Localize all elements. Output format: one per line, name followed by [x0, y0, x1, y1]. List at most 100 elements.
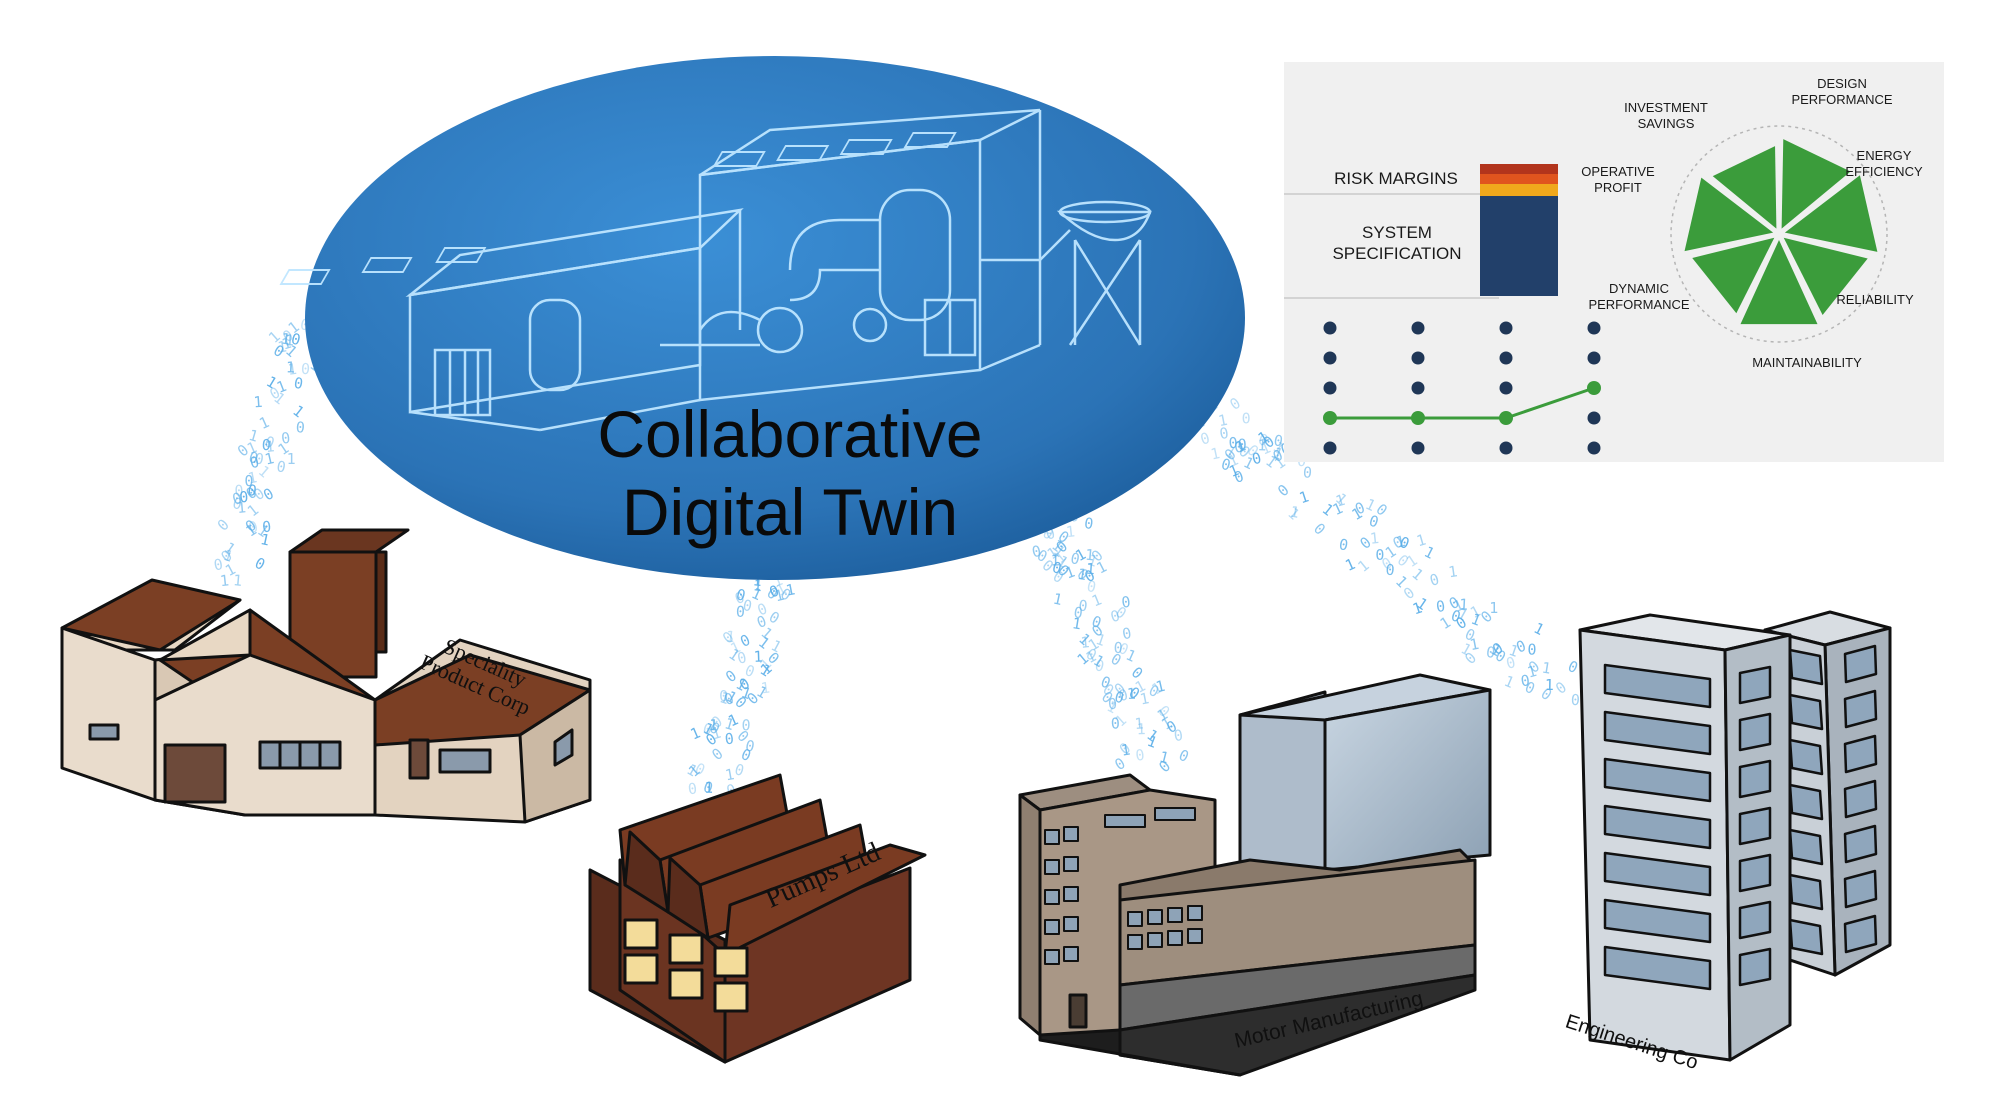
binary-digit: 1 [1468, 635, 1480, 654]
binary-digit: 0 [1565, 657, 1581, 677]
binary-digit: 0 [253, 449, 265, 468]
binary-digit: 0 [741, 716, 751, 734]
binary-digit: 0 [1272, 431, 1284, 450]
grid-dot [1323, 441, 1337, 455]
window [1788, 828, 1824, 866]
grid-dot [1499, 381, 1513, 395]
binary-digit: 1 [253, 393, 263, 412]
spec-bar [1480, 196, 1558, 296]
grid-dot [1587, 441, 1601, 455]
binary-digit: 0 [261, 436, 271, 454]
binary-digit: 1 [287, 450, 296, 468]
dynamic-line2: PERFORMANCE [1588, 297, 1690, 312]
binary-digit: 1 [1284, 504, 1303, 524]
binary-digit: 0 [1242, 410, 1251, 428]
binary-digit: 0 [1109, 606, 1122, 626]
grid-dot [1499, 351, 1513, 365]
binary-digit: 1 [1137, 720, 1146, 738]
binary-digit: 1 [704, 779, 714, 797]
binary-digit: 1 [1257, 436, 1267, 454]
binary-digit: 0 [252, 554, 268, 574]
window [1843, 779, 1878, 819]
binary-digit: 0 [246, 481, 258, 500]
window [1843, 734, 1878, 774]
binary-digit: 0 [244, 472, 253, 490]
binary-digit: 0 [1218, 424, 1230, 443]
binary-digit: 1 [1138, 689, 1150, 708]
window [1738, 900, 1772, 940]
binary-digit: 1 [1540, 659, 1552, 678]
binary-digit: 1 [784, 580, 796, 599]
binary-digit: 0 [1552, 678, 1570, 698]
binary-digit: 0 [1176, 746, 1192, 766]
binary-digit: 0 [1085, 577, 1098, 596]
window [1738, 712, 1772, 752]
binary-digit: 0 [214, 515, 233, 534]
binary-digit: 0 [248, 453, 261, 473]
binary-digit: 0 [1302, 463, 1312, 482]
risk-bar-top [1480, 164, 1558, 174]
binary-digit: 0 [1134, 746, 1145, 765]
radar-wedge [1781, 139, 1851, 229]
binary-digit: 0 [1520, 671, 1531, 690]
dashboard-panel: RISK MARGINS SYSTEM SPECIFICATION DESIGN… [1284, 62, 1944, 462]
binary-digit: 1 [1501, 672, 1516, 692]
design-line1: DESIGN [1817, 76, 1867, 91]
grid-dot [1411, 441, 1425, 455]
selected-dot [1499, 411, 1513, 425]
binary-digit: 1 [280, 330, 291, 349]
grid-dot [1587, 321, 1601, 335]
window [1603, 851, 1712, 897]
binary-digit: 0 [1030, 542, 1043, 561]
risk-bar-low [1480, 184, 1558, 196]
window [1738, 853, 1772, 893]
binary-digit: 1 [1076, 565, 1088, 584]
binary-digit: 1 [1209, 444, 1222, 463]
binary-digit: 1 [1154, 677, 1167, 697]
binary-digit: 0 [1113, 639, 1123, 657]
binary-digit: 0 [289, 330, 302, 350]
radar-label-reliability: RELIABILITY [1836, 292, 1914, 307]
window [1788, 693, 1824, 731]
window [1843, 644, 1878, 684]
binary-digit: 0 [744, 736, 757, 755]
binary-digit: 0 [261, 517, 272, 536]
window [1843, 869, 1878, 909]
radar-label-energy: ENERGY EFFICIENCY [1834, 148, 1934, 180]
dynamic-line1: DYNAMIC [1609, 281, 1669, 296]
binary-digit: 0 [1110, 714, 1120, 732]
operative-line2: PROFIT [1594, 180, 1642, 195]
binary-digit: 0 [736, 603, 746, 621]
window [1843, 689, 1878, 729]
binary-digit: 1 [1120, 740, 1132, 759]
window [1788, 738, 1824, 776]
binary-digit: 1 [287, 360, 298, 379]
binary-digit: 0 [1108, 650, 1125, 670]
binary-digit: 0 [1117, 686, 1130, 706]
binary-digit: 1 [1459, 595, 1469, 613]
selected-dot [1323, 411, 1337, 425]
window [1603, 804, 1712, 850]
binary-digit: 0 [1338, 535, 1350, 554]
selected-dot [1411, 411, 1425, 425]
window [1603, 710, 1712, 756]
digital-twin-title-line1: Collaborative [597, 397, 983, 471]
window [1738, 806, 1772, 846]
spec-risk-bar [1480, 164, 1558, 296]
binary-digit: 0 [1078, 596, 1089, 615]
binary-digit: 0 [247, 448, 260, 468]
radar-label-investment: INVESTMENT SAVINGS [1606, 100, 1726, 132]
binary-digit: 0 [1233, 438, 1244, 457]
binary-digit: 1 [1525, 662, 1538, 682]
binary-digit: 1 [1531, 619, 1547, 639]
binary-digit: 1 [285, 331, 295, 349]
binary-digit: 0 [734, 585, 747, 605]
radar-wedge [1784, 175, 1878, 252]
binary-digit: 1 [1065, 522, 1076, 541]
window [1788, 783, 1824, 821]
binary-digit: 0 [1083, 514, 1094, 533]
binary-digit: 1 [773, 586, 786, 606]
binary-digit: 1 [232, 571, 243, 590]
binary-digit: 1 [1085, 560, 1095, 579]
binary-digit: 0 [1121, 624, 1133, 643]
